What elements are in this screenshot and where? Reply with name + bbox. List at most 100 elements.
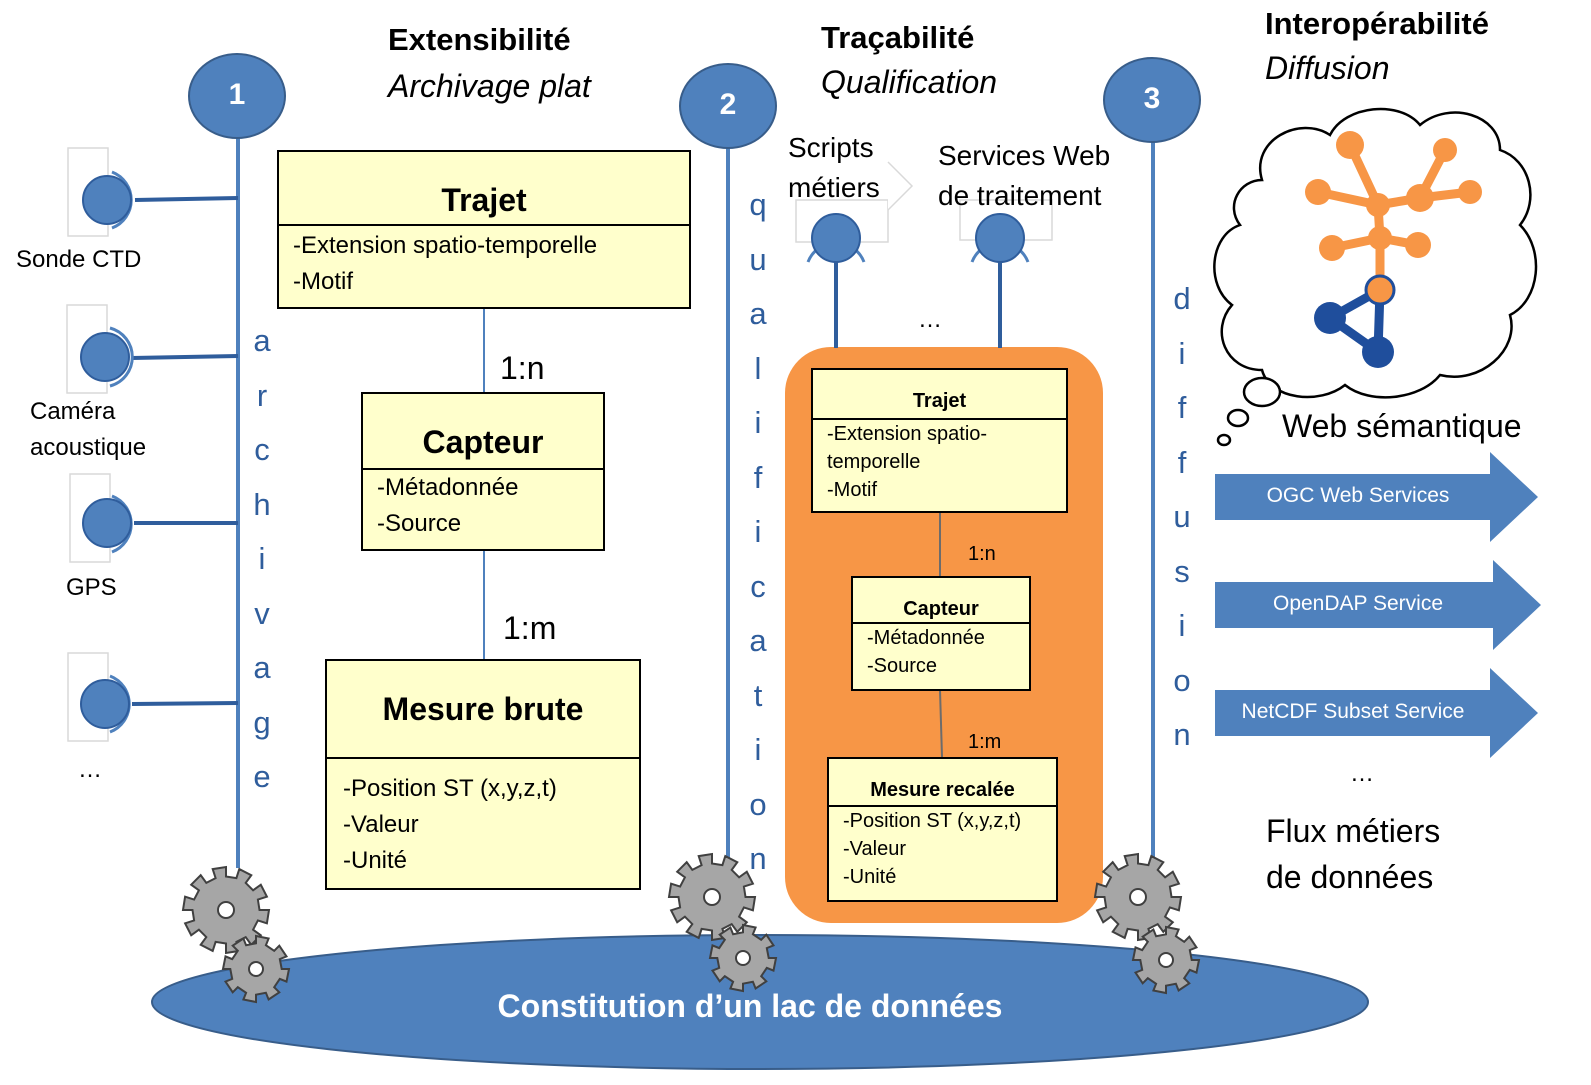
step-2-circle — [679, 63, 777, 149]
services-web-label: Services Web de traitement — [938, 140, 1111, 211]
service-netcdf-label: NetCDF Subset Service — [1241, 700, 1465, 723]
step-1-number: 1 — [228, 78, 246, 111]
gear-3-large-icon — [1093, 852, 1183, 942]
vertical-letter: c — [750, 568, 766, 604]
column-2-title: Traçabilité — [821, 20, 975, 55]
column-2-subtitle: Qualification — [821, 64, 998, 100]
vertical-letter: i — [754, 732, 762, 767]
vertical-letter: f — [753, 459, 763, 495]
vertical-letter: d — [1173, 281, 1191, 316]
service-opendap-label: OpenDAP Service — [1272, 592, 1444, 615]
multiplicity-1n-qualified: 1:n — [968, 543, 996, 565]
uml-capteur-qualified-attrs: -Métadonnée -Source — [853, 624, 1029, 680]
source-label-ctd: Sonde CTD — [16, 246, 142, 273]
vertical-letter: a — [253, 323, 271, 358]
uml-attr: -Source — [377, 510, 462, 537]
source-connector-2 — [66, 304, 239, 394]
uml-trajet-raw-attrs: -Extension spatio-temporelle -Motif — [279, 226, 689, 302]
source-connector-1 — [67, 147, 239, 237]
step-3-number: 3 — [1143, 82, 1161, 115]
vertical-letter: v — [254, 595, 270, 631]
vertical-letter: t — [753, 677, 763, 713]
uml-attr: -Position ST (x,y,z,t) — [843, 810, 1022, 832]
uml-capteur-qualified: Capteur -Métadonnée -Source — [851, 576, 1031, 691]
uml-trajet-raw-name: Trajet — [279, 152, 689, 226]
uml-capteur-raw-name: Capteur — [363, 394, 603, 470]
vertical-letter: o — [749, 786, 767, 822]
vertical-letter: i — [258, 541, 266, 576]
gear-3-small-icon — [1131, 925, 1201, 995]
vertical-letter: a — [749, 296, 767, 331]
vertical-letter: n — [749, 841, 767, 876]
column-1-title: Extensibilité — [388, 22, 571, 57]
vertical-letter: a — [749, 623, 767, 658]
vertical-letter: i — [754, 405, 762, 440]
vertical-letter: i — [1178, 608, 1186, 643]
uml-trajet-raw: Trajet -Extension spatio-temporelle -Mot… — [277, 150, 691, 309]
uml-attr: -Valeur — [343, 811, 419, 838]
uml-mesure-recalee-attrs: -Position ST (x,y,z,t) -Valeur -Unité — [829, 807, 1056, 891]
source-label-gps: GPS — [66, 574, 117, 601]
vertical-letter: f — [1177, 390, 1187, 425]
uml-attr: -Métadonnée — [377, 474, 519, 501]
vertical-letter: i — [754, 514, 762, 549]
step-2-number: 2 — [719, 88, 737, 121]
uml-mesure-brute-attrs: -Position ST (x,y,z,t) -Valeur -Unité — [327, 759, 639, 891]
vertical-letter: e — [253, 759, 271, 794]
uml-attr: -Extension spatio- — [827, 423, 988, 445]
uml-attr: -Motif — [827, 479, 877, 501]
uml-attr: -Motif — [293, 268, 353, 295]
vertical-letter: u — [749, 241, 767, 277]
source-connector-4 — [67, 652, 239, 742]
data-lake-label: Constitution d’un lac de données — [497, 988, 1003, 1024]
vertical-letter: q — [749, 187, 767, 222]
vertical-letter: i — [1178, 335, 1186, 371]
column-1-subtitle: Archivage plat — [388, 68, 591, 104]
vertical-letter: u — [1173, 499, 1191, 534]
vertical-letter: n — [1173, 717, 1191, 752]
web-semantique-label: Web sémantique — [1282, 408, 1522, 444]
column-3-title: Interopérabilité — [1265, 6, 1489, 41]
uml-attr: -Métadonnée — [867, 627, 985, 649]
uml-mesure-brute: Mesure brute -Position ST (x,y,z,t) -Val… — [325, 659, 641, 890]
uml-attr: -Unité — [343, 847, 408, 874]
scripts-connector — [795, 199, 889, 348]
step-1-circle — [188, 53, 286, 139]
uml-trajet-qualified-attrs: -Extension spatio- temporelle -Motif — [813, 420, 1066, 504]
multiplicity-1m-qualified: 1:m — [968, 731, 1002, 753]
uml-capteur-qualified-name: Capteur — [853, 578, 1029, 624]
column-3-subtitle: Diffusion — [1265, 50, 1390, 86]
scripts-metiers-label: Scripts métiers — [788, 132, 880, 203]
gear-1-small-icon — [221, 934, 291, 1004]
vertical-letter: c — [254, 432, 270, 467]
service-ogc-label: OGC Web Services — [1266, 484, 1450, 507]
source-label-more: … — [78, 756, 102, 783]
arrow-opendap — [1215, 560, 1541, 650]
semantic-web-cloud — [1213, 107, 1538, 447]
uml-mesure-recalee-name: Mesure recalée — [829, 759, 1056, 807]
vertical-letter: g — [253, 704, 271, 740]
gear-1-large-icon — [181, 865, 271, 955]
uml-attr: -Position ST (x,y,z,t) — [343, 775, 557, 802]
data-lake-ellipse — [151, 934, 1369, 1070]
source-connector-3 — [69, 473, 238, 563]
uml-attr: temporelle — [827, 451, 921, 473]
vertical-letter: l — [754, 350, 762, 386]
source-label-camera: Caméra acoustique — [30, 398, 147, 461]
arrow-netcdf — [1215, 668, 1538, 758]
services-connector — [959, 199, 1053, 348]
step-3-circle — [1103, 57, 1201, 143]
vertical-letter: o — [1173, 662, 1191, 698]
uml-attr: -Extension spatio-temporelle — [293, 232, 598, 259]
vertical-letter: a — [253, 650, 271, 685]
scripts-to-services-chevron — [887, 161, 914, 211]
arrow-ogc — [1215, 452, 1538, 542]
multiplicity-1n-raw: 1:n — [500, 350, 545, 386]
vertical-letter: r — [256, 377, 268, 413]
uml-trajet-qualified-name: Trajet — [813, 370, 1066, 420]
uml-attr: -Source — [867, 655, 938, 677]
uml-capteur-raw: Capteur -Métadonnée -Source — [361, 392, 605, 551]
